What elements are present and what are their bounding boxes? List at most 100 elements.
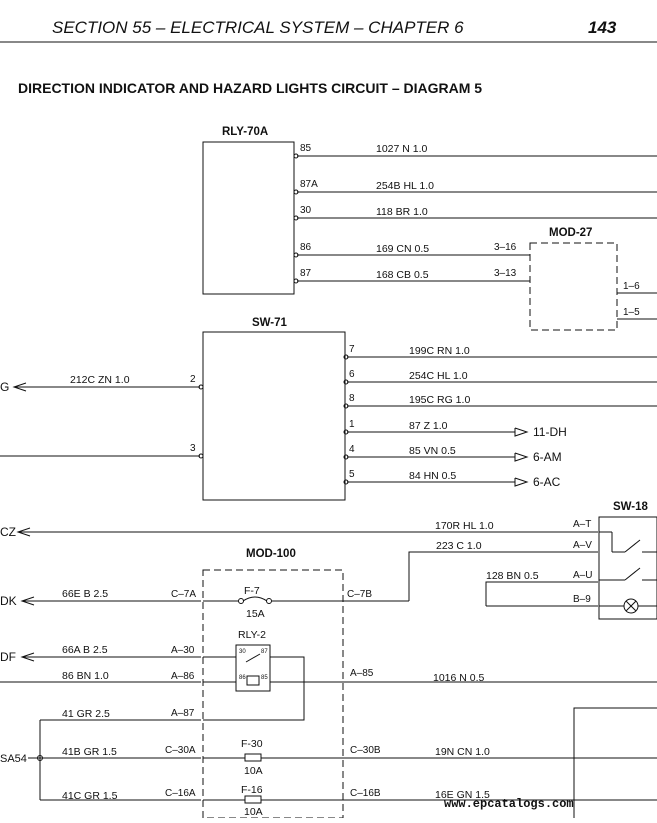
wire-label: 195C RG 1.0 [409, 394, 470, 406]
wire-label: 169 CN 0.5 [376, 243, 429, 255]
wire-label: 223 C 1.0 [436, 540, 482, 552]
rly70a-pin: 86 [300, 242, 312, 253]
wire-label: 66A B 2.5 [62, 644, 108, 656]
page-number: 143 [588, 18, 617, 37]
mod100-pin: C–30B [350, 745, 381, 756]
wire-label: 199C RN 1.0 [409, 345, 470, 357]
mod100-left-wires [0, 596, 201, 801]
rly70a-pin: 87 [300, 268, 312, 279]
destination-ref: 11-DH [533, 425, 567, 439]
sw18-internals [599, 531, 657, 614]
sw18-pin: A–V [573, 540, 592, 551]
watermark: www.epcatalogs.com [444, 797, 574, 811]
wire-label: 87 Z 1.0 [409, 420, 448, 432]
left-ref: DK [0, 594, 17, 608]
mod100-pin: A–30 [171, 645, 195, 656]
destination-ref: 6-AC [533, 475, 561, 489]
sw71-right-wires [343, 354, 657, 487]
wire-label: 128 BN 0.5 [486, 570, 539, 582]
wire-label: 254C HL 1.0 [409, 370, 468, 382]
wire-label: 170R HL 1.0 [435, 520, 494, 532]
left-ref: SA54 [0, 753, 27, 765]
wire-label: 16E GN 1.5 [435, 789, 490, 801]
fuse-label: F-30 [241, 738, 263, 750]
sw18-pin: B–9 [573, 594, 591, 605]
destination-ref: 6-AM [533, 450, 562, 464]
fuse-rating: 15A [246, 608, 265, 620]
mod100-pin: C–7A [171, 589, 196, 600]
cz-wire [16, 527, 598, 537]
mod100-internal [203, 596, 409, 804]
mod100-right-wires [343, 681, 657, 818]
wire-label: 1016 N 0.5 [433, 672, 485, 684]
left-ref: CZ [0, 525, 16, 539]
mod100-pin: C–30A [165, 745, 196, 756]
wire-label: 85 VN 0.5 [409, 445, 456, 457]
wire-label: 41B GR 1.5 [62, 746, 117, 758]
relay-pin: 86 [239, 675, 246, 681]
fuse-label: F-7 [244, 585, 260, 597]
mod100-pin: A–87 [171, 708, 195, 719]
mod27-pin: 1–5 [623, 307, 640, 318]
sw18-box [598, 516, 657, 620]
section-header: SECTION 55 – ELECTRICAL SYSTEM – CHAPTER… [52, 18, 464, 37]
mod27-pin: 3–16 [494, 242, 517, 253]
mod27-label: MOD-27 [549, 227, 592, 239]
relay-label: RLY-2 [238, 629, 266, 641]
relay-pin: 30 [239, 649, 246, 655]
mod100-pin: C–7B [347, 589, 372, 600]
wire-label: 66E B 2.5 [62, 588, 108, 600]
left-ref: G [0, 380, 9, 394]
rly70a-box [202, 141, 295, 295]
sw71-pin: 4 [349, 444, 355, 455]
sw71-pin: 7 [349, 344, 355, 355]
sw71-pin: 6 [349, 369, 355, 380]
sw71-pin: 2 [190, 374, 196, 385]
relay-pin: 85 [261, 675, 268, 681]
wire-label: 1027 N 1.0 [376, 143, 428, 155]
mod100-pin: A–86 [171, 671, 195, 682]
mod27-box [529, 242, 618, 331]
mod100-box [202, 569, 344, 819]
mod27-pin: 1–6 [623, 281, 640, 292]
fuse-label: F-16 [241, 784, 263, 796]
wire-label: 254B HL 1.0 [376, 180, 434, 192]
left-ref: DF [0, 650, 16, 664]
fuse-rating: 10A [244, 806, 263, 818]
sw71-box [202, 331, 346, 501]
fuse-rating: 10A [244, 765, 263, 777]
mod100-label: MOD-100 [246, 548, 296, 560]
sw71-pin: 3 [190, 443, 196, 454]
wire-label: 212C ZN 1.0 [70, 374, 130, 386]
rly70a-pin: 30 [300, 205, 312, 216]
sw71-label: SW-71 [252, 317, 288, 329]
sw18-label: SW-18 [613, 501, 649, 513]
sw18-pin: A–T [573, 519, 591, 530]
mod27-out-wires [617, 292, 657, 320]
sw71-pin: 8 [349, 393, 355, 404]
rly70a-wires [293, 153, 657, 284]
mod100-pin: C–16B [350, 788, 381, 799]
sw71-left-wires [0, 382, 204, 459]
diagram-title: DIRECTION INDICATOR AND HAZARD LIGHTS CI… [18, 80, 482, 96]
wire-label: 86 BN 1.0 [62, 670, 109, 682]
rly70a-label: RLY-70A [222, 126, 268, 138]
mod100-pin: C–16A [165, 788, 196, 799]
mod27-pin: 3–13 [494, 268, 517, 279]
wire-label: 84 HN 0.5 [409, 470, 456, 482]
mod100-pin: A–85 [350, 668, 374, 679]
rly70a-pin: 87A [300, 179, 318, 190]
wire-223 [408, 551, 598, 607]
rly70a-pin: 85 [300, 143, 312, 154]
wire-label: 19N CN 1.0 [435, 746, 490, 758]
sw71-pin: 1 [349, 419, 355, 430]
wire-label: 41C GR 1.5 [62, 790, 118, 802]
relay-pin: 87 [261, 649, 268, 655]
wire-label: 118 BR 1.0 [376, 206, 428, 218]
sw71-pin: 5 [349, 469, 355, 480]
wire-label: 168 CB 0.5 [376, 269, 429, 281]
sw18-pin: A–U [573, 570, 592, 581]
wire-label: 41 GR 2.5 [62, 708, 110, 720]
